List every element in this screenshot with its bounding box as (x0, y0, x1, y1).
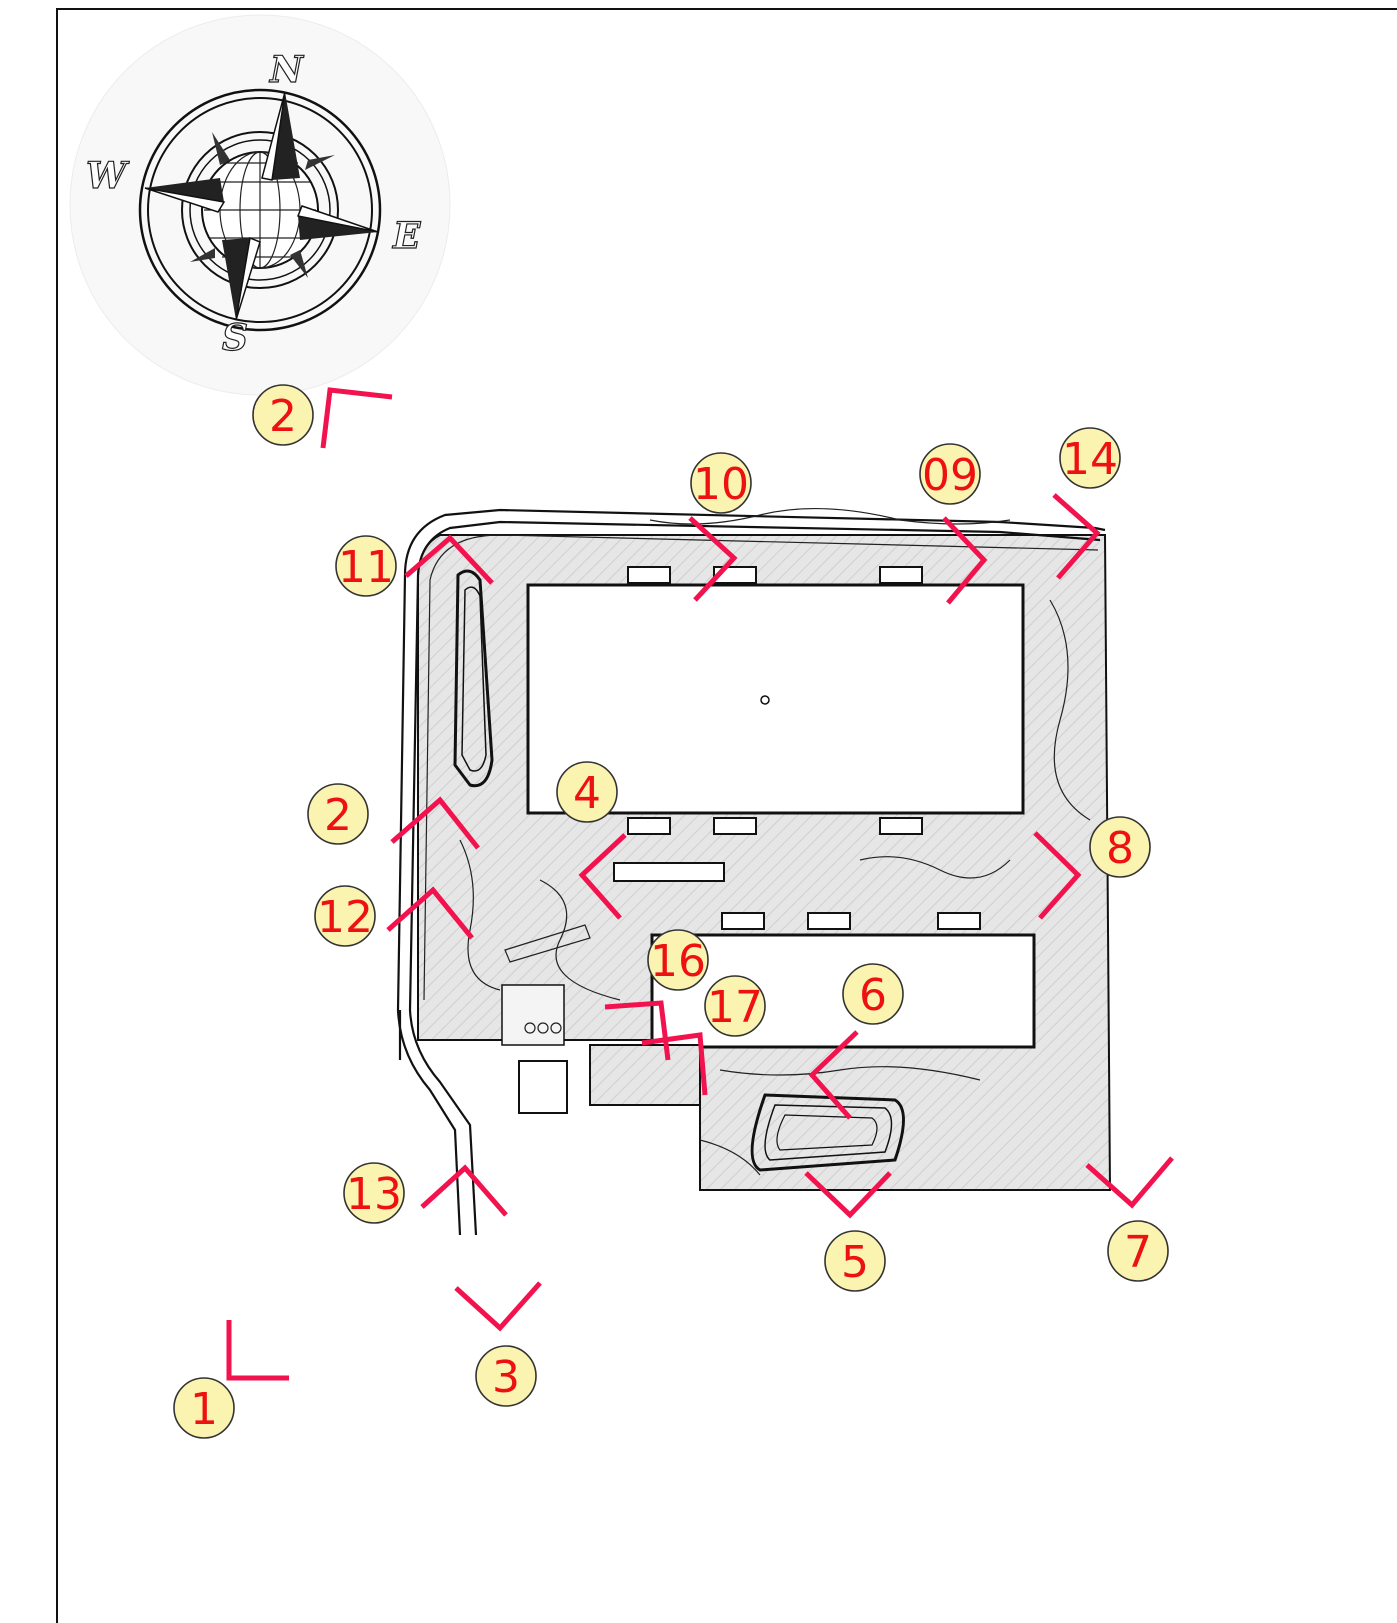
view-arrow-2a (320, 387, 393, 449)
retention-basin-south (750, 1093, 905, 1172)
marker-label: 17 (707, 982, 763, 1033)
utility-box (518, 1060, 568, 1114)
view-arrow-11 (404, 534, 494, 585)
view-arrow-4 (578, 833, 627, 920)
marker-label: 3 (492, 1352, 520, 1403)
view-arrows (226, 387, 1174, 1381)
marker-5: 5 (824, 1230, 886, 1292)
view-arrow-1 (226, 1320, 289, 1381)
view-arrow-13 (420, 1164, 508, 1217)
view-arrow-12 (386, 886, 474, 940)
compass-west-label: W (86, 155, 130, 197)
marker-17: 17 (704, 975, 766, 1037)
equipment-pad (501, 984, 565, 1046)
view-arrow-7 (1085, 1156, 1174, 1209)
marker-6: 6 (842, 963, 904, 1025)
view-arrow-17 (641, 1032, 708, 1096)
marker-label: 14 (1062, 434, 1118, 485)
marker-8: 8 (1089, 816, 1151, 878)
marker-label: 09 (922, 450, 978, 501)
compass-east-label: E (392, 215, 421, 257)
view-arrow-2b (390, 796, 480, 850)
view-arrow-14 (1052, 493, 1101, 580)
marker-14: 14 (1059, 427, 1121, 489)
marker-label: 5 (841, 1237, 869, 1288)
site-footprint (396, 507, 1112, 1236)
marker-label: 7 (1124, 1227, 1152, 1278)
marker-11: 11 (335, 535, 397, 597)
marker-13: 13 (343, 1162, 405, 1224)
marker-12: 12 (314, 885, 376, 947)
compass-north-label: N (269, 49, 305, 91)
marker-7: 7 (1107, 1220, 1169, 1282)
view-arrow-5 (804, 1171, 892, 1219)
marker-3: 3 (475, 1345, 537, 1407)
retention-basin-west (453, 569, 494, 788)
view-arrow-09 (942, 516, 988, 605)
marker-1: 1 (173, 1377, 235, 1439)
view-arrow-6 (808, 1030, 859, 1120)
view-arrow-8 (1033, 831, 1082, 920)
marker-2b: 2 (307, 783, 369, 845)
marker-2a: 2 (252, 384, 314, 446)
drawing-frame (56, 8, 1397, 1623)
compass-south-label: S (222, 317, 248, 359)
marker-16: 16 (647, 929, 709, 991)
marker-label: 4 (573, 768, 601, 819)
marker-10: 10 (690, 452, 752, 514)
marker-label: 16 (650, 936, 706, 987)
parking-vehicles (613, 566, 981, 930)
marker-label: 10 (693, 459, 749, 510)
marker-label: 11 (338, 542, 394, 593)
marker-label: 2 (324, 790, 352, 841)
marker-09: 09 (919, 443, 981, 505)
view-arrow-10 (688, 516, 738, 602)
view-arrow-3 (454, 1281, 542, 1332)
marker-label: 8 (1106, 823, 1134, 874)
annex-block (589, 1044, 701, 1106)
marker-label: 6 (859, 970, 887, 1021)
marker-label: 2 (269, 391, 297, 442)
marker-label: 12 (317, 892, 373, 943)
marker-label: 13 (346, 1169, 402, 1220)
marker-label: 1 (190, 1384, 218, 1435)
marker-4: 4 (556, 761, 618, 823)
compass-rose-icon: N S E W (69, 14, 451, 396)
